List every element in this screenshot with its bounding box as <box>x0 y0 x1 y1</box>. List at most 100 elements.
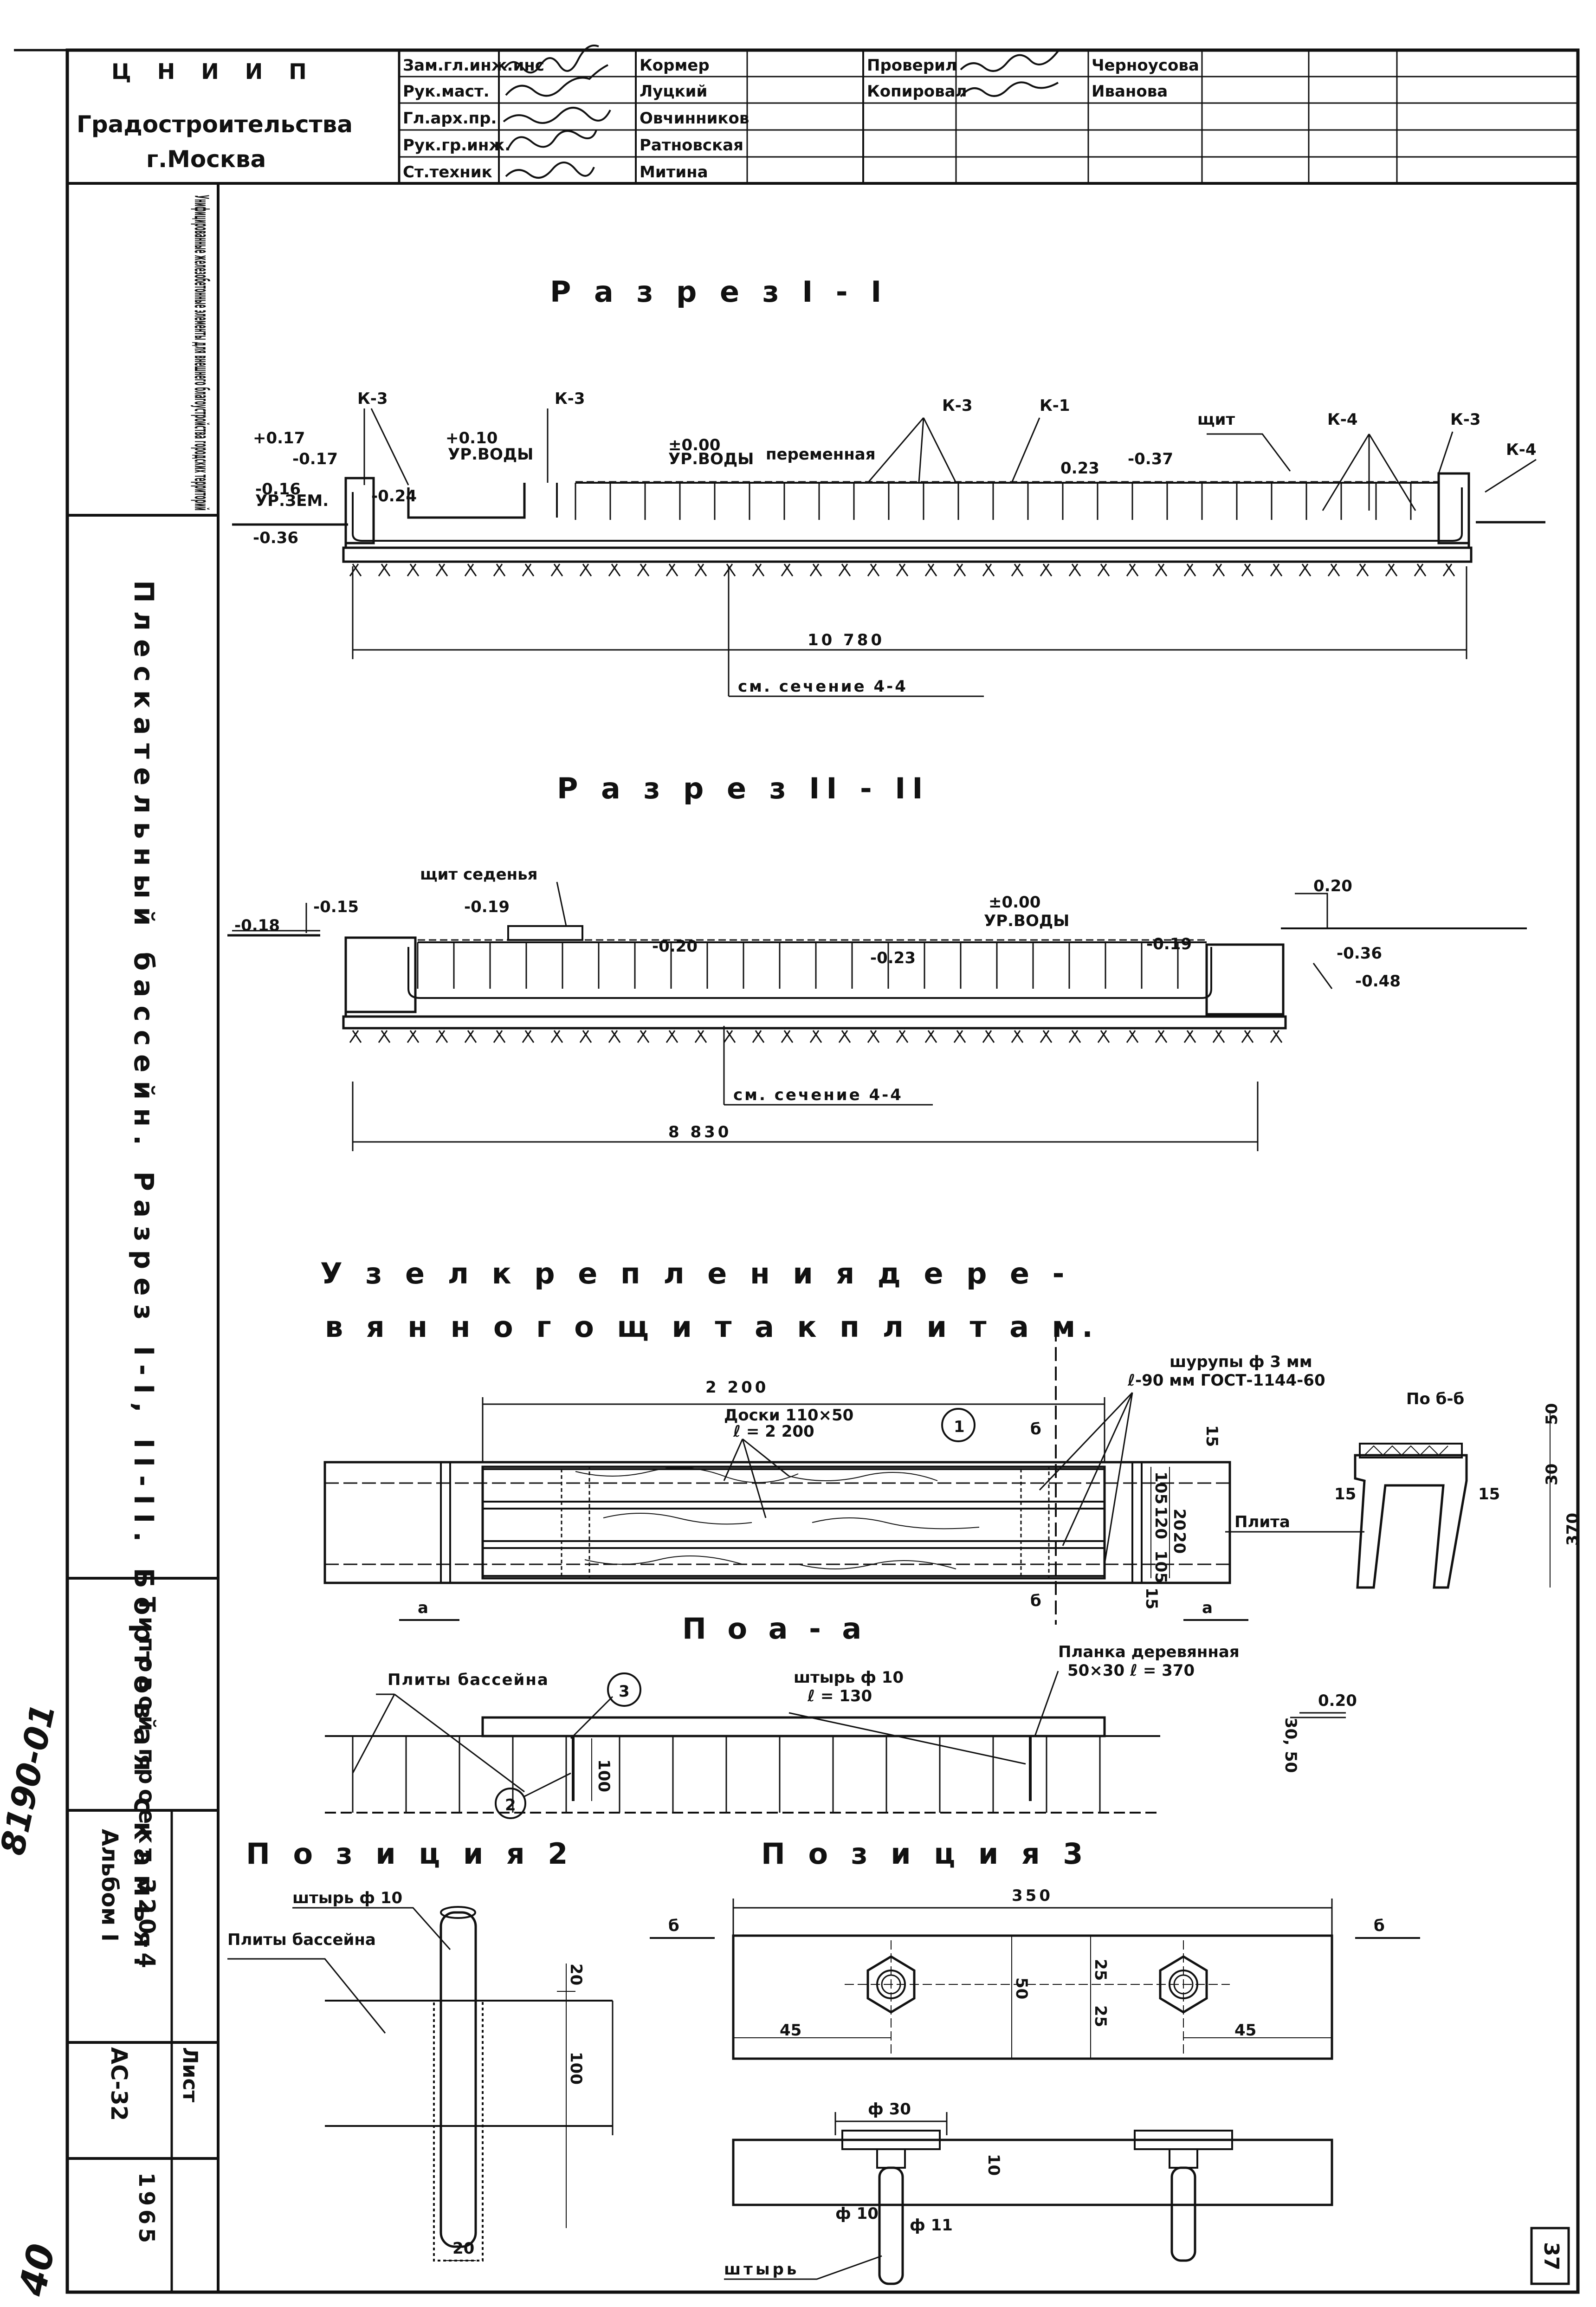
stamp-role-1: Зам.гл.инж.инс <box>403 56 544 75</box>
page-number: 37 <box>1539 2242 1563 2270</box>
soil-hatch <box>896 564 906 577</box>
aa-pos3: 3 <box>619 1682 630 1701</box>
position3-title: П о з и ц и я 3 <box>761 1837 1089 1871</box>
node-dim-r1: 105 <box>1151 1471 1170 1504</box>
soil-hatch <box>1241 1030 1251 1043</box>
node-dim-r6: 15 <box>1202 1425 1221 1447</box>
soil-hatch <box>378 564 388 577</box>
page-number-box <box>1530 2227 1570 2285</box>
stamp-name-3: Овчинников <box>640 109 749 128</box>
soil-hatch <box>1042 1030 1053 1043</box>
soil-hatch <box>924 564 935 577</box>
node-boards: Доски 110×50 <box>724 1406 853 1425</box>
s1-level-7: переменная <box>766 445 876 464</box>
soil-hatch <box>867 564 877 577</box>
s1-label-k3a: К-3 <box>357 389 388 408</box>
soil-hatch <box>781 564 791 577</box>
soil-hatch <box>352 1030 362 1043</box>
soil-hatch <box>1414 564 1424 577</box>
soil-hatch <box>1215 564 1225 577</box>
s2-level-4: -0.20 <box>652 937 698 956</box>
soil-hatch <box>870 564 880 577</box>
soil-hatch <box>1097 564 1107 577</box>
soil-hatch <box>985 564 995 577</box>
soil-hatch <box>1042 564 1053 577</box>
stamp-name-5: Митина <box>640 163 708 181</box>
soil-hatch <box>1301 564 1312 577</box>
soil-hatch <box>464 564 474 577</box>
aa-dim-100: 100 <box>594 1759 613 1792</box>
aa-plank-spec: 50×30 ℓ = 370 <box>1067 1661 1195 1680</box>
soil-hatch <box>1011 1030 1021 1043</box>
stamp-role-3: Гл.арх.пр. <box>403 109 497 128</box>
project-label: Типовой проект 320-4 <box>134 1597 160 1973</box>
soil-hatch <box>1273 564 1283 577</box>
p3-dim-3: 25 <box>1091 1959 1110 1981</box>
s2-level-2: -0.15 <box>313 898 359 916</box>
org-city: г.Москва <box>146 146 266 173</box>
soil-hatch <box>1215 1030 1225 1043</box>
node-dim-r2: 120 <box>1151 1506 1170 1539</box>
node-bb-dim-1: 50 <box>1543 1403 1561 1425</box>
soil-hatch <box>867 1030 877 1043</box>
p3-d10: ф 10 <box>835 2204 879 2223</box>
soil-hatch <box>726 1030 736 1043</box>
s1-level-10: -0.16 <box>255 480 301 499</box>
soil-hatch <box>550 1030 561 1043</box>
soil-hatch <box>553 1030 563 1043</box>
s1-label-k4a: К-4 <box>1327 410 1358 429</box>
s1-note: см. сечение 4-4 <box>738 677 908 696</box>
soil-hatch <box>1071 564 1081 577</box>
s1-level-9: -0.37 <box>1128 450 1173 468</box>
aa-level: 0.20 <box>1318 1691 1357 1710</box>
aa-dim-side: 30, 50 <box>1281 1717 1300 1773</box>
stamp-name-4: Ратновская <box>640 136 743 155</box>
stamp-checked-name: Черноусова <box>1092 56 1199 75</box>
s1-label-k4b: К-4 <box>1506 441 1537 459</box>
soil-hatch <box>407 564 417 577</box>
soil-hatch <box>1244 1030 1254 1043</box>
soil-hatch <box>438 564 448 577</box>
node-bb-dim-2: 30 <box>1543 1464 1561 1485</box>
soil-hatch <box>812 564 822 577</box>
node-bb-dim-3: 370 <box>1564 1513 1582 1546</box>
soil-hatch <box>352 564 362 577</box>
p3-cut-right: б <box>1374 1917 1385 1935</box>
soil-hatch <box>982 1030 992 1043</box>
soil-hatch <box>668 1030 678 1043</box>
sheet-frame <box>14 48 1580 2294</box>
node-bb-dim-4: 15 <box>1334 1485 1356 1503</box>
soil-hatch <box>985 1030 995 1043</box>
node-cut-a-right: а <box>1202 1599 1213 1617</box>
p3-total-dim: 350 <box>1012 1886 1053 1905</box>
soil-hatch <box>838 564 848 577</box>
soil-hatch <box>812 1030 822 1043</box>
soil-hatch <box>464 1030 474 1043</box>
soil-hatch <box>1270 1030 1280 1043</box>
s1-level-4: УР.ВОДЫ <box>448 445 533 464</box>
soil-hatch <box>409 564 420 577</box>
soil-hatch <box>467 564 477 577</box>
album-label: Альбом I <box>97 1829 123 1942</box>
soil-hatch <box>1356 564 1366 577</box>
soil-hatch <box>1359 564 1369 577</box>
drawing-title: Плескательный бассейн. Разрез I-I, II-II… <box>128 580 160 1975</box>
soil-hatch <box>381 1030 391 1043</box>
soil-hatch <box>1126 1030 1136 1043</box>
soil-hatch <box>1068 564 1079 577</box>
p2-dim-1: 20 <box>567 1964 585 1985</box>
aa-pin: штырь ф 10 <box>794 1668 904 1687</box>
soil-hatch <box>1126 564 1136 577</box>
stamp-copied-name: Иванова <box>1092 82 1168 101</box>
sheet-code: АС-32 <box>106 2047 132 2121</box>
soil-hatch <box>953 564 963 577</box>
soil-hatch <box>435 1030 446 1043</box>
soil-hatch <box>666 1030 676 1043</box>
soil-hatch <box>435 564 446 577</box>
soil-hatch <box>1273 1030 1283 1043</box>
aa-plank: Планка деревянная <box>1058 1643 1240 1661</box>
p3-dim-1: 45 <box>780 2021 801 2040</box>
stamp-role-2: Рук.маст. <box>403 82 490 101</box>
soil-hatch <box>752 1030 762 1043</box>
soil-hatch <box>1097 1030 1107 1043</box>
